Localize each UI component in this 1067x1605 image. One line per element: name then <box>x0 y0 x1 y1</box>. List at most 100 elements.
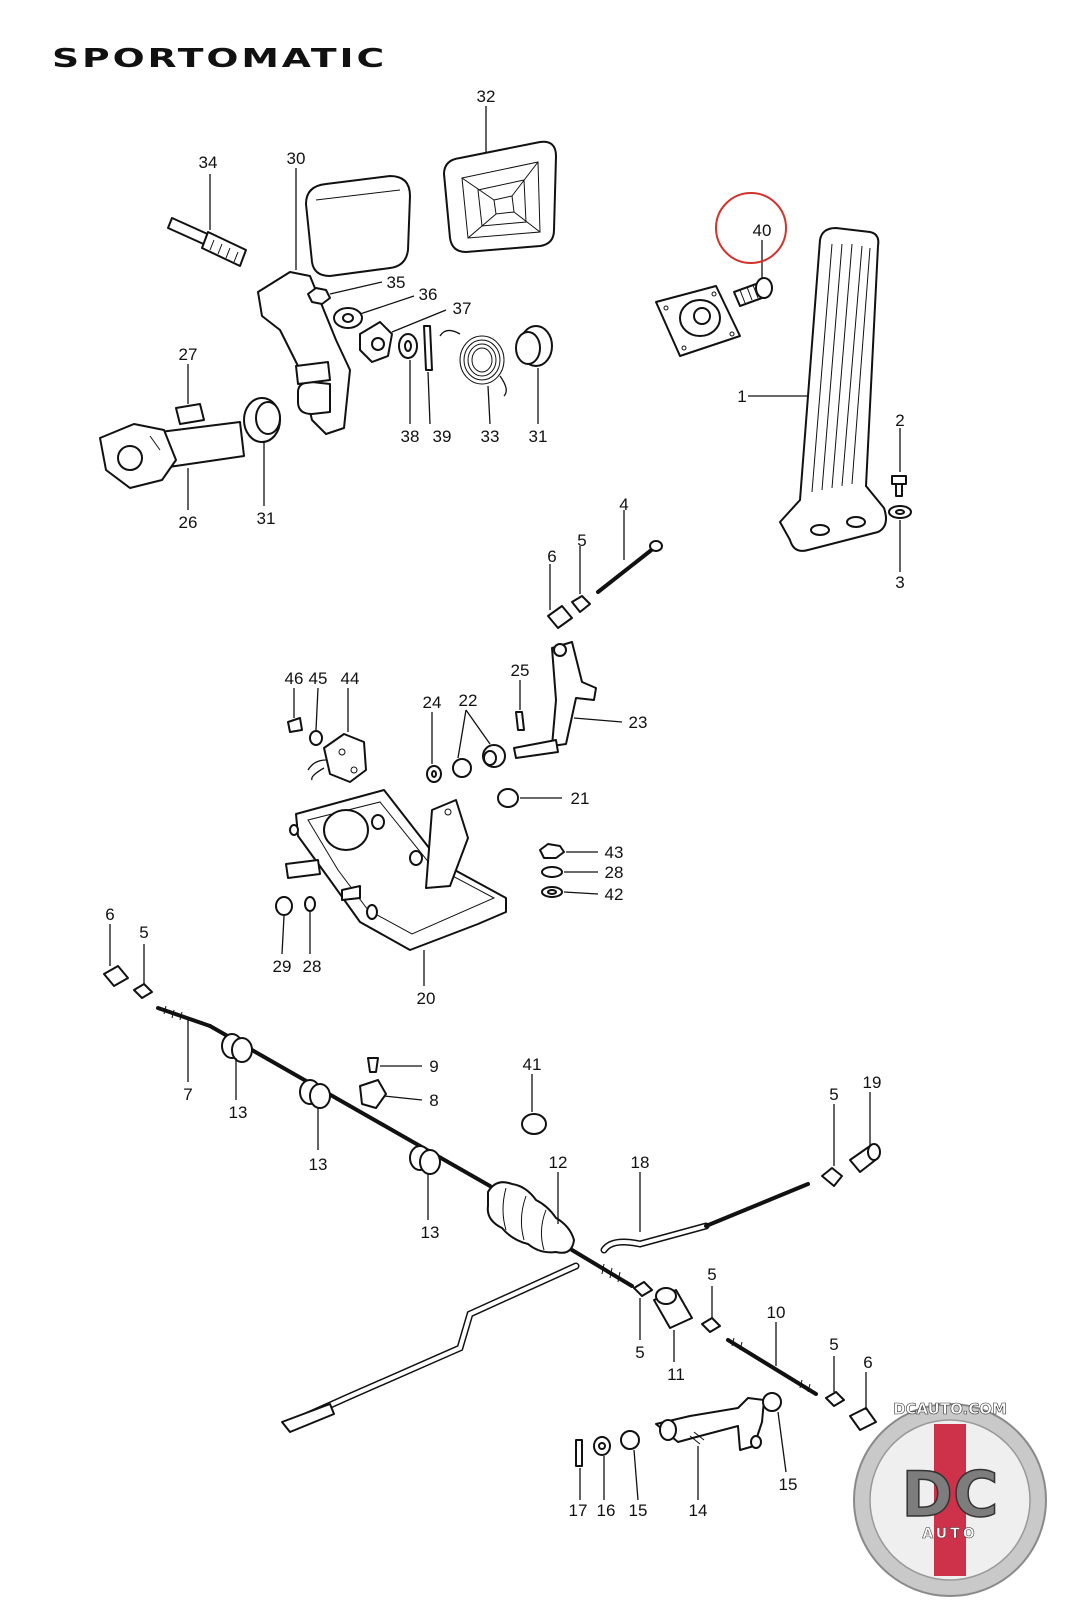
part-21-bushing <box>497 788 519 808</box>
part-15-bushing-right <box>762 1392 782 1412</box>
callout-28: 28 <box>303 957 322 976</box>
callout-46: 46 <box>285 669 304 688</box>
callout-30: 30 <box>287 149 306 168</box>
part-5-bottom-center <box>633 1281 653 1297</box>
part-43-nut <box>539 843 565 859</box>
part-44-switch <box>307 733 367 783</box>
callout-28: 28 <box>605 863 624 882</box>
callout-6: 6 <box>105 905 114 924</box>
part-1-accelerator-pedal <box>779 227 887 552</box>
part-6-left <box>103 965 129 987</box>
svg-text:DCAUTO.COM: DCAUTO.COM <box>893 1400 1007 1418</box>
callout-29: 29 <box>273 957 292 976</box>
part-27-bushing <box>175 403 205 425</box>
part-32-pedal-pad <box>443 140 557 253</box>
part-40-bolt <box>733 277 773 307</box>
part-39-cotter-pin <box>423 325 433 371</box>
part-28-washer-right <box>541 866 563 878</box>
callout-10: 10 <box>767 1303 786 1322</box>
diagram-title: SPORTOMATIC <box>52 44 388 74</box>
part-16-washer <box>593 1436 611 1456</box>
part-38-washer <box>398 333 418 359</box>
callout-4: 4 <box>619 495 628 514</box>
callout-34: 34 <box>199 153 218 172</box>
highlight-ring-40 <box>715 192 787 264</box>
callout-20: 20 <box>417 989 436 1008</box>
callout-labels: 1 2 3 4 5 5 5 5 5 5 6 6 6 7 8 9 10 11 12… <box>105 87 904 1520</box>
part-24-washer <box>426 765 442 783</box>
part-31-bushing-top <box>515 325 553 367</box>
part-34-bolt <box>167 217 247 267</box>
part-26-pedal-shaft <box>99 421 245 489</box>
callout-25: 25 <box>511 661 530 680</box>
callout-45: 45 <box>309 669 328 688</box>
callout-2: 2 <box>895 411 904 430</box>
part-5-right-upper <box>821 1167 843 1187</box>
callout-24: 24 <box>423 693 442 712</box>
callout-18: 18 <box>631 1153 650 1172</box>
part-5-bottom-right <box>701 1317 721 1333</box>
part-13-grommet-c <box>409 1145 441 1175</box>
callout-8: 8 <box>429 1091 438 1110</box>
callout-32: 32 <box>477 87 496 106</box>
callout-40: 40 <box>753 221 772 240</box>
callout-6: 6 <box>863 1353 872 1372</box>
callout-42: 42 <box>605 885 624 904</box>
callout-11: 11 <box>667 1365 685 1384</box>
callout-43: 43 <box>605 843 624 862</box>
part-19-sleeve <box>849 1143 881 1173</box>
callout-5: 5 <box>829 1335 838 1354</box>
part-36-washer <box>333 307 363 329</box>
part-41-plug <box>521 1113 547 1135</box>
dcauto-logo: DCAUTO.COM DC AUTO <box>853 1400 1047 1597</box>
part-6-right <box>849 1407 877 1431</box>
part-15-bushing-left <box>620 1430 640 1450</box>
callout-13: 13 <box>421 1223 440 1242</box>
part-2-bolt <box>891 475 907 497</box>
part-5-left <box>133 983 153 999</box>
callout-5: 5 <box>829 1085 838 1104</box>
part-18-rod <box>600 1182 810 1254</box>
part-11-sleeve <box>653 1287 693 1329</box>
part-25-pin <box>515 711 525 731</box>
callout-5: 5 <box>577 531 586 550</box>
callout-15: 15 <box>779 1475 798 1494</box>
callout-27: 27 <box>179 345 198 364</box>
part-29-nut <box>275 896 293 916</box>
part-17-pin <box>575 1439 583 1467</box>
part-3-washer <box>888 505 912 519</box>
callout-17: 17 <box>569 1501 588 1520</box>
part-37-clip <box>359 321 393 363</box>
callout-26: 26 <box>179 513 198 532</box>
part-42-washer <box>541 886 563 898</box>
leader-lines <box>109 106 901 1501</box>
part-46-screw <box>287 717 303 733</box>
svg-text:DC: DC <box>902 1458 999 1531</box>
part-30-pedal-arm <box>257 175 411 435</box>
callout-15: 15 <box>629 1501 648 1520</box>
part-6-top <box>547 605 573 629</box>
part-22-bushings <box>452 744 506 778</box>
part-23-lever <box>513 641 597 759</box>
callout-14: 14 <box>689 1501 708 1520</box>
callout-39: 39 <box>433 427 452 446</box>
callout-35: 35 <box>387 273 406 292</box>
part-7-cable-end <box>156 1005 212 1028</box>
callout-5: 5 <box>635 1343 644 1362</box>
svg-text:AUTO: AUTO <box>922 1526 977 1542</box>
pedal-mount-bracket <box>655 285 741 357</box>
callout-23: 23 <box>629 713 648 732</box>
callout-7: 7 <box>183 1085 192 1104</box>
part-31-bushing-left <box>243 397 281 443</box>
callout-5: 5 <box>139 923 148 942</box>
part-14-lever <box>655 1397 765 1451</box>
part-20-support-bracket <box>285 789 507 951</box>
part-13-grommet-b <box>299 1079 331 1109</box>
callout-13: 13 <box>229 1103 248 1122</box>
callout-36: 36 <box>419 285 438 304</box>
callout-9: 9 <box>429 1057 438 1076</box>
part-8-clamp <box>359 1079 387 1109</box>
callout-19: 19 <box>863 1073 882 1092</box>
part-5-far-right <box>825 1391 845 1407</box>
